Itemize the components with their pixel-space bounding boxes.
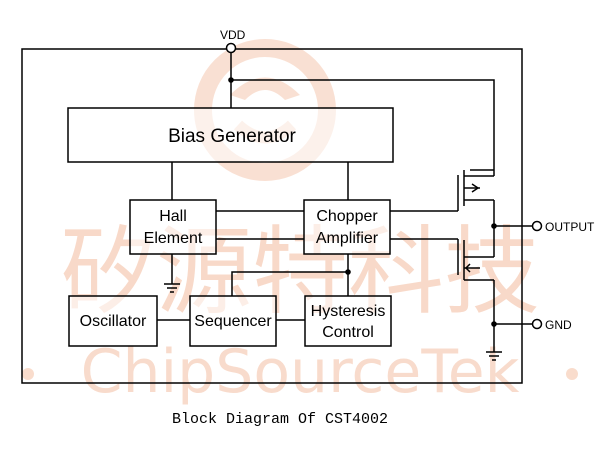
watermark-english: ChipSourceTek <box>81 337 520 407</box>
sequencer-block: Sequencer <box>189 295 277 347</box>
diagram-caption: Block Diagram Of CST4002 <box>172 411 388 428</box>
watermark-dot-left <box>22 368 34 380</box>
output-label: OUTPUT <box>545 220 595 234</box>
output-terminal <box>531 220 543 232</box>
hall-label-line1: Hall <box>159 208 187 225</box>
hysteresis-label-line1: Hysteresis <box>311 303 386 320</box>
chopper-label-line2: Amplifier <box>316 230 379 247</box>
bias-generator-block: Bias Generator <box>67 107 394 163</box>
chip-outline <box>21 48 523 384</box>
gnd-terminal <box>531 318 543 330</box>
output-pin: OUTPUT <box>531 220 595 234</box>
bias-generator-label: Bias Generator <box>168 126 296 147</box>
hall-label-line2: Element <box>144 230 203 247</box>
chopper-amplifier-block: Chopper Amplifier <box>303 199 391 255</box>
oscillator-block: Oscillator <box>68 295 158 347</box>
vdd-terminal <box>225 42 237 54</box>
gnd-pin: GND <box>531 318 572 332</box>
sequencer-label: Sequencer <box>194 313 272 330</box>
gnd-label: GND <box>545 318 572 332</box>
nmos-transistor <box>457 239 494 281</box>
pmos-transistor <box>457 170 495 211</box>
vdd-label: VDD <box>220 28 246 42</box>
watermark-dot-right <box>566 368 578 380</box>
oscillator-label: Oscillator <box>80 313 147 330</box>
hysteresis-label-line2: Control <box>322 324 374 341</box>
hysteresis-control-block: Hysteresis Control <box>304 295 392 347</box>
chopper-label-line1: Chopper <box>316 208 378 225</box>
wires <box>157 52 533 361</box>
hall-element-block: Hall Element <box>129 199 217 255</box>
vdd-pin: VDD <box>220 28 246 54</box>
